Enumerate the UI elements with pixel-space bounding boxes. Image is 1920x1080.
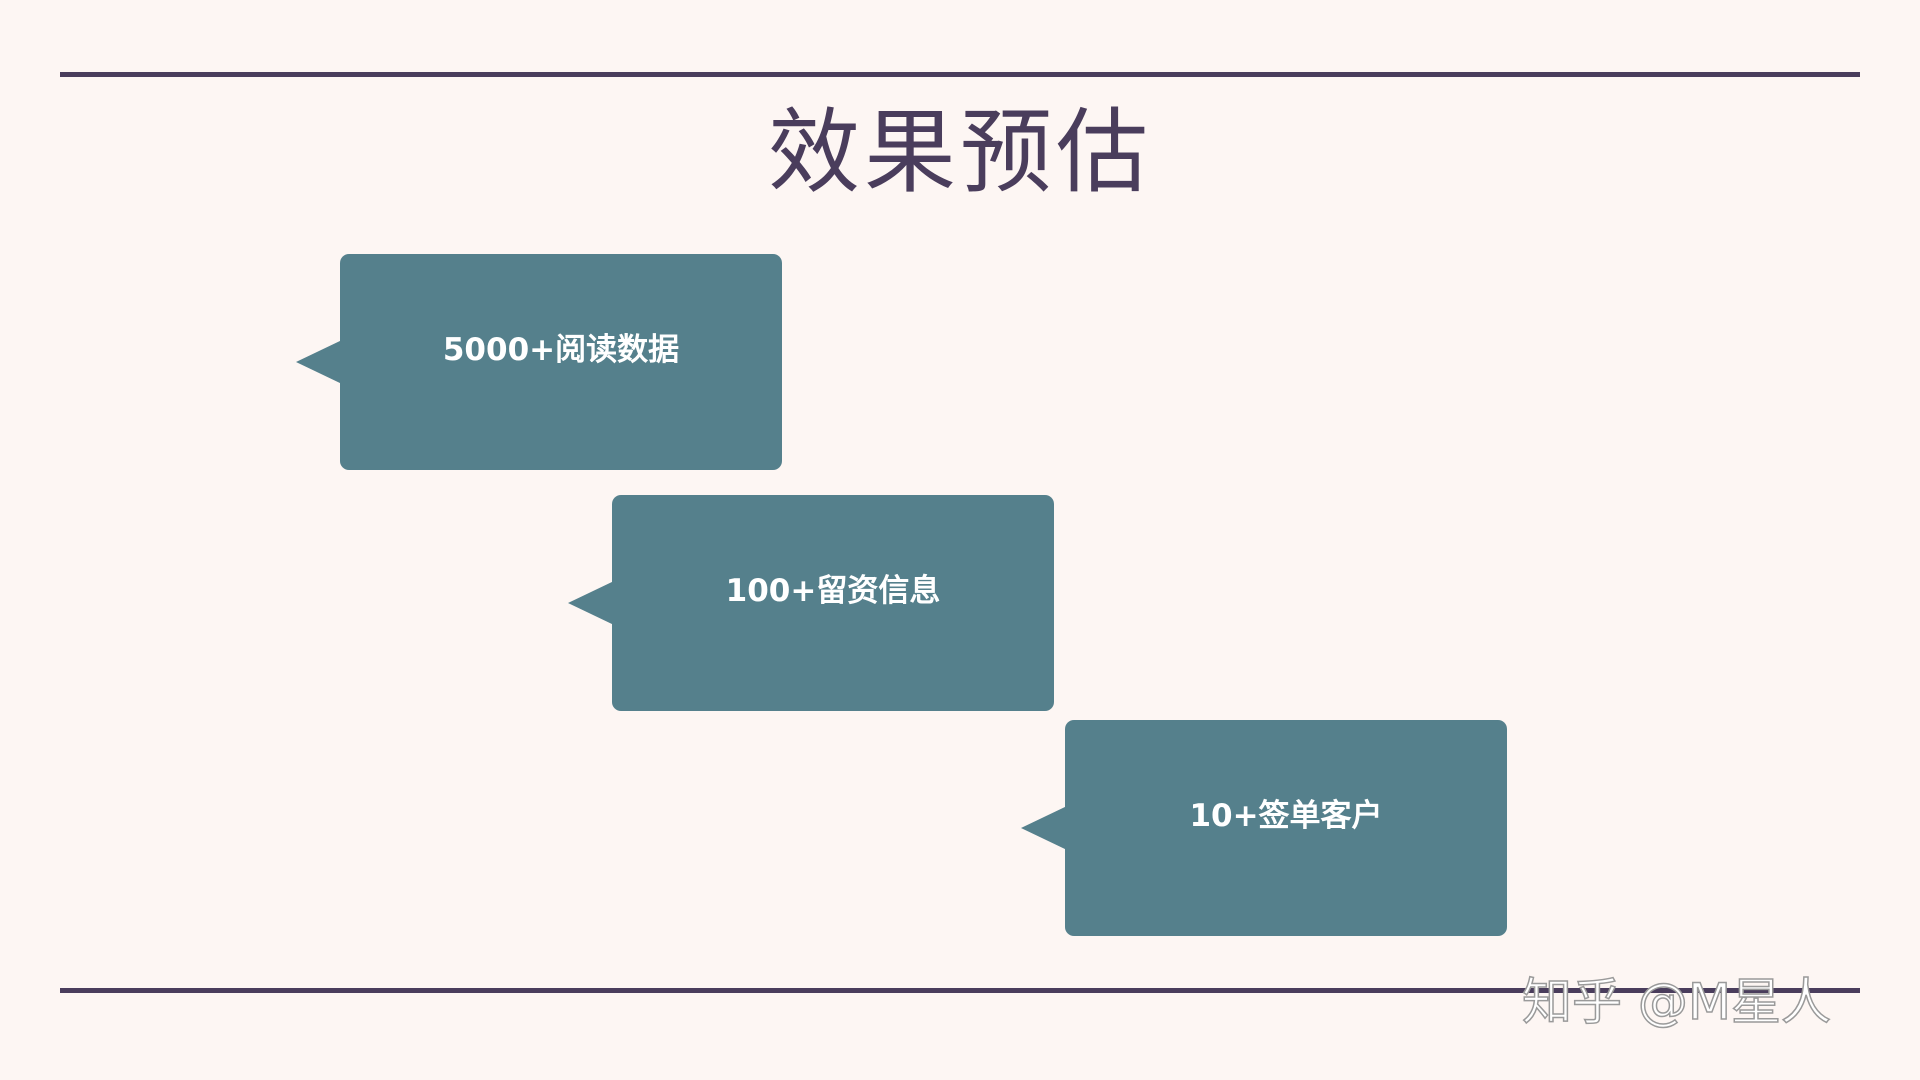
- callout-bubble-clients: 10+签单客户: [1021, 720, 1507, 936]
- callout-label: 5000+阅读数据: [442, 332, 680, 368]
- zhihu-watermark: 知乎 @M星人: [1521, 972, 1832, 1032]
- bottom-divider: [60, 988, 1860, 993]
- slide-title: 效果预估: [767, 99, 1152, 206]
- callout-label: 10+签单客户: [1189, 798, 1383, 834]
- callout-bubble-leads: 100+留资信息: [568, 495, 1054, 711]
- top-divider: [60, 72, 1860, 77]
- callout-bubble-reads: 5000+阅读数据: [296, 254, 782, 470]
- callout-label: 100+留资信息: [725, 573, 941, 609]
